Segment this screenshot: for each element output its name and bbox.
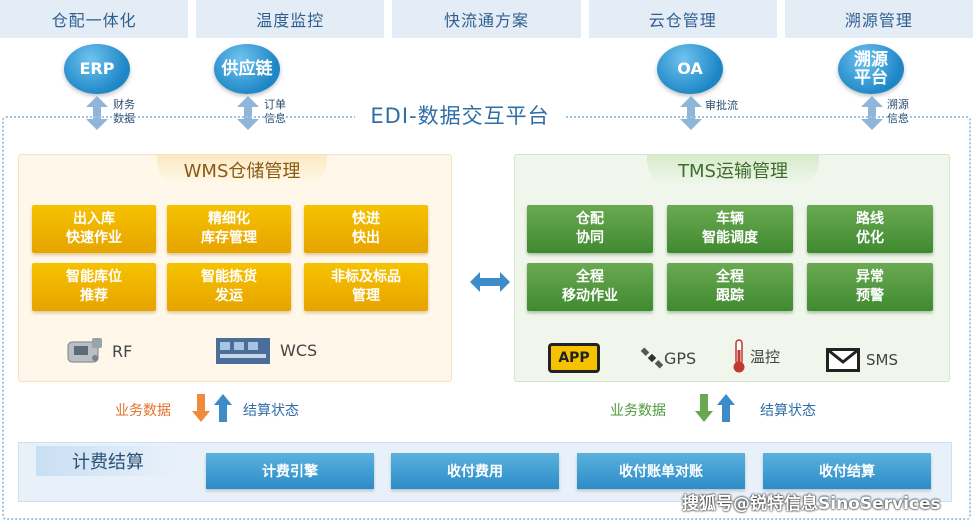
tab-traceability[interactable]: 溯源管理: [784, 0, 973, 38]
gps-tool: GPS: [640, 346, 696, 370]
wms-box-inbound-outbound[interactable]: 出入库 快速作业: [32, 205, 156, 253]
wms-settlement-status-label: 结算状态: [243, 403, 299, 419]
updown-arrow-icon: [861, 96, 883, 130]
tms-box-dispatch[interactable]: 车辆 智能调度: [667, 205, 793, 253]
tab-warehouse-distribution[interactable]: 仓配一体化: [0, 0, 189, 38]
tms-settlement-status-label: 结算状态: [760, 403, 816, 419]
satellite-icon: [640, 347, 664, 369]
finance-data-note: 财务 数据: [113, 98, 135, 125]
wms-box-picking[interactable]: 智能拣货 发运: [167, 263, 291, 311]
tms-box-mobile[interactable]: 全程 移动作业: [527, 263, 653, 311]
updown-arrow-icon: [86, 96, 108, 130]
trace-info-note: 溯源 信息: [887, 98, 909, 125]
approval-note: 审批流: [705, 99, 738, 112]
wms-business-data-label: 业务数据: [115, 403, 171, 419]
rf-scanner-icon: [67, 338, 102, 363]
rf-tool: RF: [64, 334, 132, 368]
gps-label: GPS: [664, 348, 697, 368]
tms-box-collaboration[interactable]: 仓配 协同: [527, 205, 653, 253]
sms-tool: SMS: [826, 348, 898, 372]
supply-chain-circle: 供应链: [214, 44, 280, 94]
billing-tag: 计费结算: [36, 446, 180, 476]
tms-flow-arrows-icon: [695, 394, 735, 422]
trace-platform-circle: 溯源 平台: [838, 44, 904, 94]
wms-flow-arrows-icon: [192, 394, 232, 422]
temp-tool: 温控: [730, 338, 780, 374]
wcs-tool: WCS: [214, 332, 317, 368]
billing-engine-button[interactable]: 计费引擎: [206, 453, 374, 489]
tms-business-data-label: 业务数据: [610, 403, 666, 419]
envelope-icon: [826, 348, 860, 372]
warehouse-conveyor-icon: [216, 338, 270, 364]
tms-box-tracking[interactable]: 全程 跟踪: [667, 263, 793, 311]
updown-arrow-icon: [237, 96, 259, 130]
tms-box-alert[interactable]: 异常 预警: [807, 263, 933, 311]
app-tool: APP: [548, 343, 600, 373]
thermometer-icon: [733, 339, 745, 373]
temp-label: 温控: [750, 347, 781, 366]
wms-box-nonstandard[interactable]: 非标及标品 管理: [304, 263, 428, 311]
tab-cloud-warehouse[interactable]: 云仓管理: [588, 0, 777, 38]
tms-box-route[interactable]: 路线 优化: [807, 205, 933, 253]
sms-label: SMS: [866, 351, 898, 369]
tab-fast-circulation[interactable]: 快流通方案: [392, 0, 581, 38]
top-tabs: 仓配一体化 温度监控 快流通方案 云仓管理 溯源管理: [0, 0, 973, 38]
receipt-payment-fee-button[interactable]: 收付费用: [391, 453, 559, 489]
order-info-note: 订单 信息: [264, 98, 286, 125]
bidirectional-arrow-icon: [470, 272, 510, 292]
wms-title: WMS仓储管理: [157, 155, 327, 185]
bill-reconciliation-button[interactable]: 收付账单对账: [577, 453, 745, 489]
wms-box-inventory[interactable]: 精细化 库存管理: [167, 205, 291, 253]
wcs-label: WCS: [280, 340, 318, 360]
app-icon: APP: [548, 343, 600, 373]
erp-circle: ERP: [64, 44, 130, 94]
tms-title: TMS运输管理: [647, 155, 819, 185]
tab-temperature-monitoring[interactable]: 温度监控: [196, 0, 385, 38]
watermark: 搜狐号@锐特信息SinoServices: [682, 494, 941, 514]
oa-circle: OA: [657, 44, 723, 94]
rf-label: RF: [112, 341, 133, 361]
receipt-payment-settlement-button[interactable]: 收付结算: [763, 453, 931, 489]
wms-box-fast-in-out[interactable]: 快进 快出: [304, 205, 428, 253]
edi-platform-title: EDI-数据交互平台: [355, 100, 565, 130]
wms-box-location[interactable]: 智能库位 推荐: [32, 263, 156, 311]
updown-arrow-icon: [680, 96, 702, 130]
